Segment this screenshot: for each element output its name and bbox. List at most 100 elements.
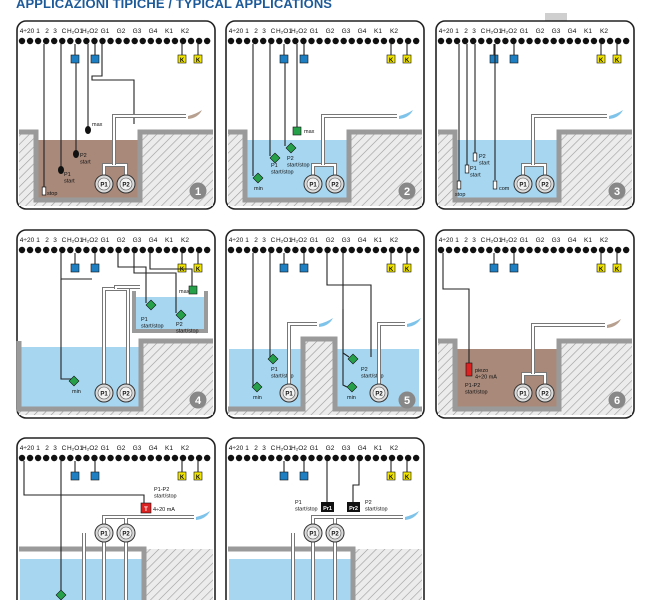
- terminal-label-8: G1: [310, 445, 319, 452]
- terminal-dot: [412, 246, 420, 254]
- terminal-dot: [195, 454, 203, 462]
- panel-number-badge: [189, 182, 207, 200]
- terminal-label-12: K1: [374, 28, 382, 35]
- terminal-dot: [67, 454, 74, 462]
- terminal-dot: [356, 246, 363, 254]
- terminal-dot: [542, 37, 549, 45]
- terminal-label-10: G3: [133, 237, 142, 244]
- terminal-label-4: 3: [262, 28, 266, 35]
- probe-input-box: [489, 263, 499, 273]
- terminal-dot: [284, 246, 291, 254]
- float-switch-icon: [251, 381, 263, 393]
- terminal-dot: [99, 454, 106, 462]
- terminal-label-13: K2: [390, 445, 398, 452]
- pump-label: P1: [309, 182, 317, 188]
- terminal-dot: [227, 37, 235, 45]
- terminal-label-5: C: [271, 28, 276, 35]
- ground-bottom: [19, 409, 141, 415]
- terminal-dot: [340, 246, 347, 254]
- label-p1-p2-start-stop-line-2: start/stop: [154, 494, 177, 500]
- pump-rotor: [97, 177, 111, 191]
- terminal-label-9: G2: [326, 237, 335, 244]
- terminal-dot: [622, 37, 630, 45]
- label-min-2: min: [347, 395, 356, 401]
- terminal-dot: [558, 246, 565, 254]
- terminal-dot: [179, 246, 187, 254]
- terminal-label-8: G1: [101, 28, 110, 35]
- label-transducer: T: [144, 507, 148, 513]
- terminal-label-2: 1: [36, 28, 40, 35]
- terminal-label-9: G2: [326, 28, 335, 35]
- outlet-flow-icon: [319, 318, 333, 327]
- terminal-label-1: 4÷20: [229, 237, 244, 244]
- terminal-dot: [308, 246, 315, 254]
- terminal-dot: [147, 454, 154, 462]
- terminal-dot: [590, 37, 598, 45]
- pump-label: P1: [519, 391, 527, 397]
- label-p2-start-stop-line-1: P2: [287, 156, 294, 162]
- terminal-label-7: H₂O2: [291, 28, 307, 35]
- label-p2-start-stop-line-2: start/stop: [365, 507, 388, 513]
- terminal-dot: [445, 246, 453, 254]
- terminal-label-1: 4÷20: [20, 445, 35, 452]
- terminal-dot: [372, 37, 380, 45]
- terminal-label-12: K1: [165, 237, 173, 244]
- label-p1-p2-start-stop-line-1: P1-P2: [465, 383, 480, 389]
- terminal-label-13: K2: [390, 237, 398, 244]
- terminal-dot: [606, 246, 614, 254]
- terminal-dot: [276, 37, 283, 45]
- tank-wall: [19, 129, 213, 203]
- terminal-dot: [115, 37, 122, 45]
- panel-number: 4: [195, 395, 202, 407]
- terminal-dot: [566, 246, 573, 254]
- label-p1-start-stop-line-2: start/stop: [141, 324, 164, 330]
- ground-left: [438, 132, 455, 206]
- outlet-flow-icon: [609, 110, 623, 119]
- terminal-dot: [437, 246, 445, 254]
- ground-right: [146, 549, 213, 600]
- terminal-dot: [494, 246, 501, 254]
- terminal-label-1: 4÷20: [229, 445, 244, 452]
- wire: [442, 253, 470, 363]
- pump-rotor: [97, 386, 111, 400]
- probe-input-box: [299, 54, 309, 64]
- label-min: min: [253, 395, 262, 401]
- terminal-label-4: 3: [472, 28, 476, 35]
- terminal-dot: [67, 246, 74, 254]
- terminal-dot: [163, 454, 171, 462]
- relay-output-label: K: [196, 475, 201, 481]
- terminal-dot: [348, 37, 355, 45]
- terminal-dot: [582, 37, 590, 45]
- terminal-dot: [155, 246, 163, 254]
- terminal-dot: [364, 246, 372, 254]
- pump-rotor: [119, 386, 133, 400]
- terminal-dot: [195, 246, 203, 254]
- terminal-dot: [372, 454, 380, 462]
- terminal-label-9: G2: [536, 237, 545, 244]
- relay-output-label: K: [599, 58, 604, 64]
- terminal-dot: [139, 246, 146, 254]
- terminal-dot: [187, 454, 195, 462]
- label-p1-start-stop-line-1: P1: [271, 367, 278, 373]
- terminal-dot: [51, 37, 58, 45]
- terminal-label-4: 3: [53, 237, 57, 244]
- terminal-label-6: H₂O1: [486, 28, 502, 35]
- relay-output-label: K: [405, 475, 410, 481]
- terminal-dot: [123, 454, 130, 462]
- terminal-dot: [292, 454, 299, 462]
- terminal-dot: [300, 246, 307, 254]
- terminal-label-12: K1: [165, 445, 173, 452]
- outlet-flow-icon: [407, 318, 421, 327]
- terminal-dot: [91, 37, 98, 45]
- ground-bottom: [228, 409, 422, 415]
- terminal-label-5: C: [62, 28, 67, 35]
- probe-electrode-icon: [85, 126, 91, 134]
- terminal-dot: [107, 246, 114, 254]
- terminal-dot: [598, 246, 606, 254]
- pump-label: P2: [331, 182, 339, 188]
- terminal-dot: [332, 246, 339, 254]
- pump-rotor: [119, 177, 133, 191]
- terminal-label-3: 2: [45, 445, 49, 452]
- label-p1-start-stop-line-1: P1: [295, 500, 302, 506]
- terminal-label-11: G4: [358, 445, 367, 452]
